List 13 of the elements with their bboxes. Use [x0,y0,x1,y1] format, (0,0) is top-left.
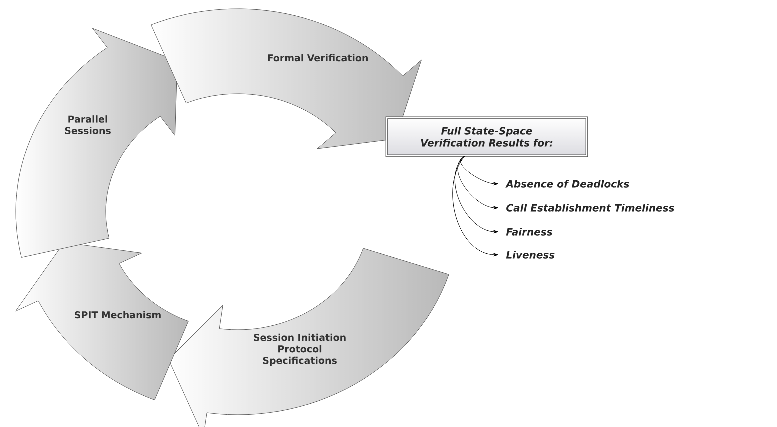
result-item: Liveness [506,251,555,259]
arrow [460,156,498,186]
cycle-segment: Parallel Sessions [16,28,178,258]
result-item: Fairness [506,228,552,236]
cycle-segment: Session Initiation Protocol Specifications [168,248,450,427]
result-item: Call Establishment Timeliness [506,204,674,212]
arrow [458,156,498,210]
arrow [452,156,498,257]
result-box: Full State-Space Verification Results for: [386,116,588,158]
result-item: Absence of Deadlocks [506,180,630,188]
arrow [454,156,498,234]
cycle-segment: Formal Verification [151,8,422,150]
cycle-segment: SPIT Mechanism [16,242,189,400]
